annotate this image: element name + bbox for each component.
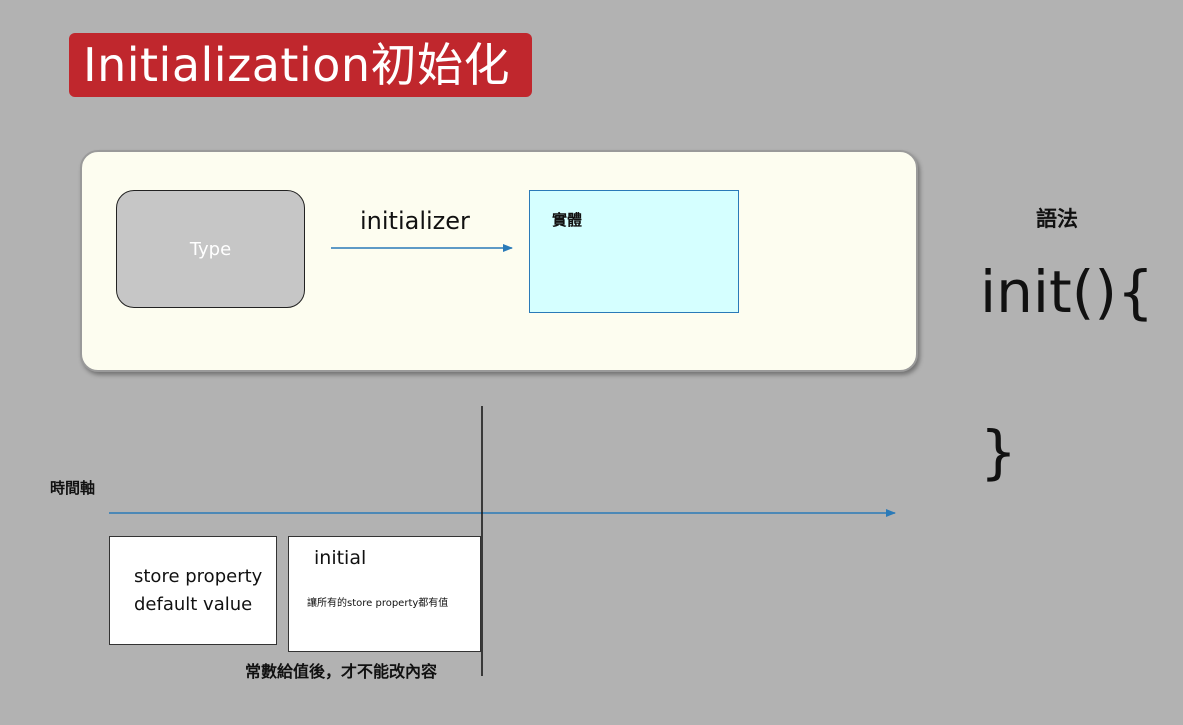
instance-label: 實體 bbox=[552, 211, 583, 229]
instance-box: 實體 bbox=[529, 190, 739, 313]
type-box: Type bbox=[116, 190, 305, 308]
initial-box: initial 讓所有的store property都有值 bbox=[288, 536, 481, 652]
default-value-line: default value bbox=[134, 594, 253, 615]
page-title: Initialization初始化 bbox=[69, 33, 532, 97]
syntax-title: 語法 bbox=[1036, 207, 1078, 231]
syntax-code-open: init(){ bbox=[980, 258, 1154, 326]
initializer-label: initializer bbox=[360, 207, 470, 235]
store-property-box: store property default value bbox=[109, 536, 277, 645]
timeline-label: 時間軸 bbox=[50, 479, 96, 497]
type-label: Type bbox=[189, 238, 232, 260]
syntax-code-close: } bbox=[980, 418, 1017, 486]
initial-title: initial bbox=[314, 547, 367, 569]
initial-description: 讓所有的store property都有值 bbox=[307, 598, 449, 609]
store-property-text: store property default value bbox=[134, 563, 262, 619]
store-property-line: store property bbox=[134, 566, 263, 587]
constant-note: 常數給值後，才不能改內容 bbox=[245, 662, 438, 681]
